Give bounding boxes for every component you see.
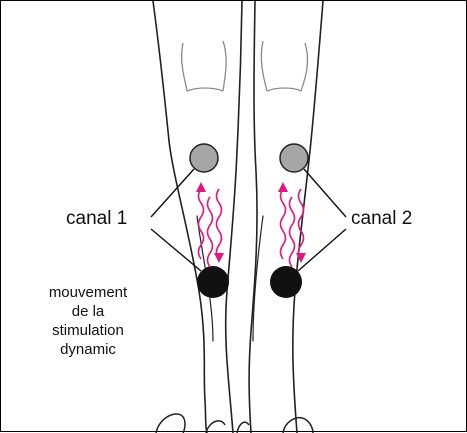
feet-outline	[156, 414, 313, 433]
left-knee	[182, 41, 227, 91]
caption-line: dynamic	[8, 340, 168, 359]
caption-line: stimulation	[8, 321, 168, 340]
caption-line: mouvement	[8, 283, 168, 302]
leader-lines	[151, 169, 346, 271]
right-knee	[261, 41, 307, 91]
grey-electrode-icon	[190, 144, 218, 172]
grey-electrode-icon	[280, 144, 308, 172]
channel-2-label: canal 2	[351, 208, 412, 230]
left-leg-outline	[153, 1, 242, 433]
black-electrode-icon	[197, 266, 229, 298]
channel-1-label: canal 1	[66, 208, 127, 230]
caption-line: de la	[8, 302, 168, 321]
black-electrode-icon	[270, 266, 302, 298]
right-leg-outline	[249, 1, 323, 433]
stimulation-caption: mouvement de la stimulation dynamic	[8, 283, 168, 359]
arrowheads-left	[196, 182, 224, 263]
